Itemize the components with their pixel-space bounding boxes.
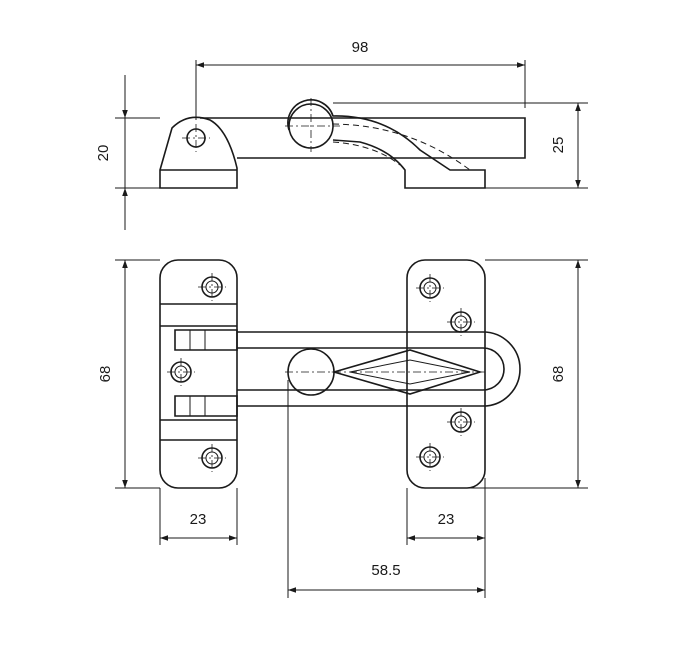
side-view-left-block [159,116,238,189]
guard-bar-inner [262,347,505,391]
dim-label-68-right: 68 [550,366,567,383]
side-view-pivot-knob [287,99,486,189]
dim-label-98: 98 [352,39,369,56]
screw-left-bottom [198,444,226,472]
side-view: 98 20 25 [95,39,588,230]
left-mounting-plate [159,259,238,489]
hinge-tab-lower [174,395,238,417]
pivot-knob [287,348,335,396]
dim-label-68-left: 68 [97,366,114,383]
screw-right-lower [447,408,475,436]
side-view-bar [200,117,526,159]
screw-left-middle [167,358,195,386]
dim-label-20: 20 [95,145,112,162]
screw-left-top [198,273,226,301]
side-view-hidden-arc [332,123,471,171]
dim-label-58-5: 58.5 [371,562,400,579]
screw-right-upper [447,308,475,336]
dim-label-23-right: 23 [438,511,455,528]
right-mounting-plate [406,259,486,489]
guard-bar-outer [237,331,521,407]
dim-label-23-left: 23 [190,511,207,528]
hinge-tab-upper [174,329,238,351]
screw-right-bottom [416,443,444,471]
front-view: 68 68 23 23 58.5 [97,259,588,598]
dim-label-25: 25 [550,137,567,154]
screw-right-top [416,274,444,302]
